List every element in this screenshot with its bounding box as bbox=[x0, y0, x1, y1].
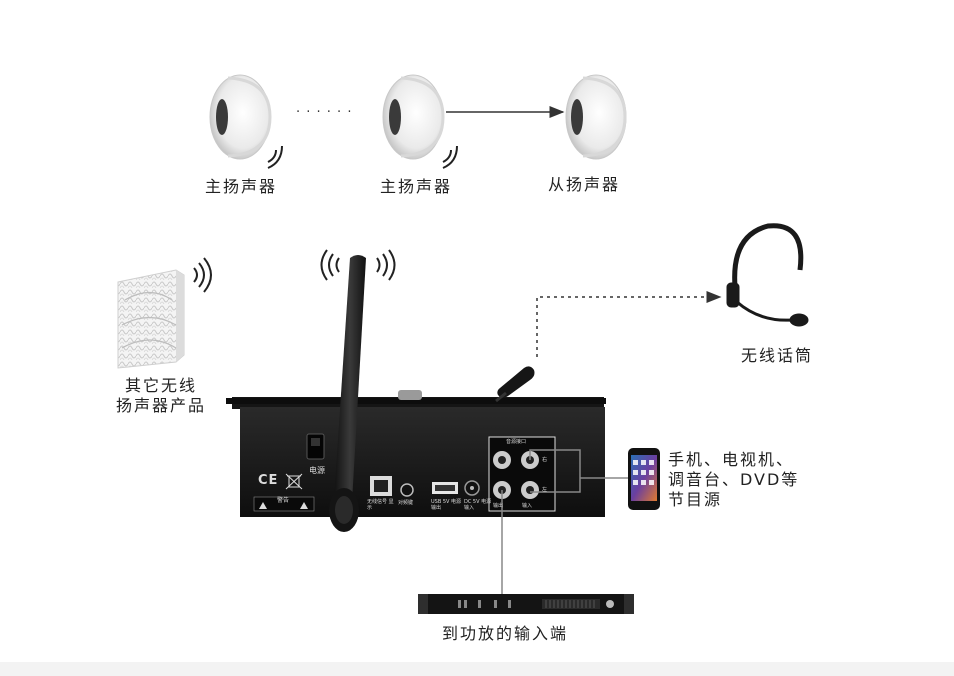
power-label: 电源 bbox=[309, 466, 325, 475]
warning-label: 警告 bbox=[277, 498, 289, 504]
slave-speaker bbox=[566, 75, 626, 159]
usb-label: USB 5V 电源输出 bbox=[431, 499, 463, 511]
wall-speaker-label: 其它无线 扬声器产品 bbox=[106, 376, 216, 416]
mic-label: 无线话筒 bbox=[741, 342, 813, 366]
wireless-transmitter-unit bbox=[226, 366, 606, 517]
source-label-line2: 调音台、DVD等 bbox=[668, 470, 799, 490]
power-amplifier bbox=[418, 594, 634, 614]
source-label-line1: 手机、电视机、 bbox=[668, 450, 799, 470]
left-channel-label: 左 bbox=[542, 487, 547, 493]
master-speaker-2-label: 主扬声器 bbox=[380, 173, 452, 197]
source-label-line3: 节目源 bbox=[668, 490, 799, 510]
wireless-link-line bbox=[537, 297, 720, 357]
master-speaker-2 bbox=[383, 75, 443, 159]
pair-label: 对频键 bbox=[398, 500, 413, 506]
out-label: 输出 bbox=[493, 503, 503, 509]
wall-speaker-label-line1: 其它无线 bbox=[106, 376, 216, 396]
headset-microphone bbox=[727, 226, 808, 326]
right-channel-label: 右 bbox=[542, 457, 547, 463]
wireless-wave-icon bbox=[194, 258, 211, 292]
ce-mark: CE bbox=[258, 474, 278, 488]
rca-jack bbox=[521, 481, 539, 499]
master-speaker-1-label: 主扬声器 bbox=[205, 173, 277, 197]
wireless-wave-icon bbox=[268, 146, 282, 168]
wall-speaker-label-line2: 扬声器产品 bbox=[106, 396, 216, 416]
slave-speaker-label: 从扬声器 bbox=[548, 171, 620, 195]
amplifier-label: 到功放的输入端 bbox=[442, 620, 568, 644]
master-speaker-1 bbox=[210, 75, 270, 159]
rca-jack bbox=[493, 451, 511, 469]
source-label: 手机、电视机、 调音台、DVD等 节目源 bbox=[668, 450, 799, 510]
usb-receiver-dongle bbox=[496, 366, 535, 401]
dc-label: DC 5V 电源输入 bbox=[464, 499, 492, 511]
status-label: 无线信号 显示 bbox=[367, 499, 397, 511]
speaker-dots: · · · · · · bbox=[296, 105, 352, 120]
aux-title: 音源接口 bbox=[506, 439, 526, 445]
wall-speaker bbox=[118, 270, 184, 368]
in-label: 输入 bbox=[522, 503, 532, 509]
smartphone bbox=[628, 448, 660, 510]
wireless-wave-icon bbox=[443, 146, 457, 168]
